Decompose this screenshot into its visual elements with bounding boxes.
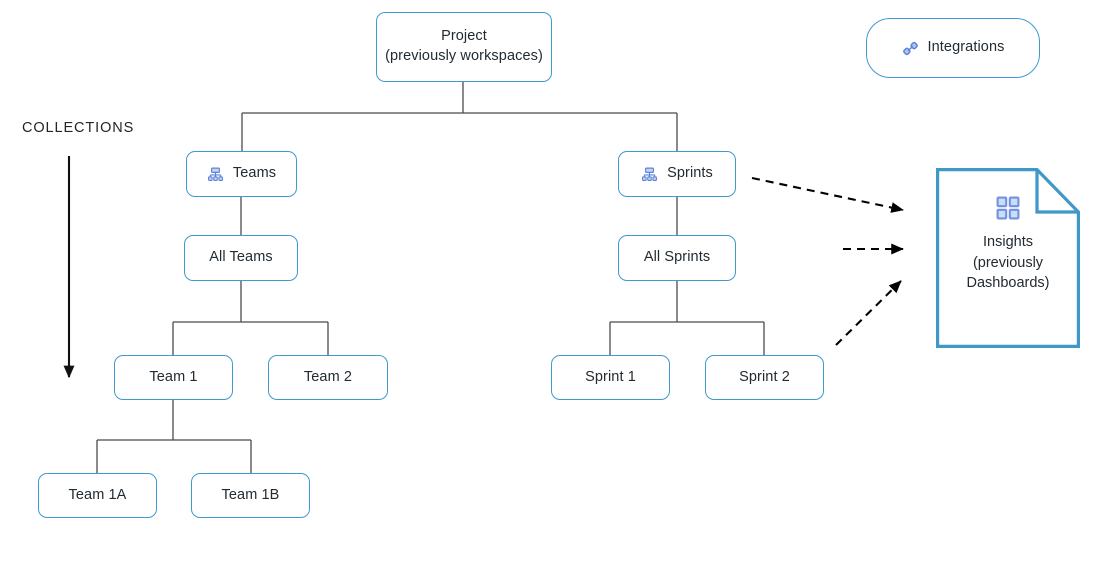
node-sprint-2-label: Sprint 2	[739, 368, 790, 385]
node-team-2[interactable]: Team 2	[268, 355, 388, 400]
node-integrations-label: Integrations	[927, 39, 1005, 56]
collections-label: COLLECTIONS	[22, 120, 135, 136]
node-team-1a[interactable]: Team 1A	[38, 473, 157, 518]
node-teams[interactable]: Teams	[186, 151, 297, 197]
org-chart-icon	[641, 166, 658, 183]
node-sprint-2[interactable]: Sprint 2	[705, 355, 824, 400]
node-team-1a-label: Team 1A	[68, 486, 127, 503]
grid-2x2-dashboard-icon	[996, 196, 1020, 220]
node-team-1b-label: Team 1B	[221, 486, 280, 503]
node-integrations[interactable]: Integrations	[866, 18, 1040, 78]
node-sprints-label: Sprints	[667, 165, 713, 182]
node-all-sprints-label: All Sprints	[643, 249, 711, 266]
node-team-1b[interactable]: Team 1B	[191, 473, 310, 518]
node-project[interactable]: Project (previously workspaces)	[376, 12, 552, 82]
org-chart-icon	[207, 166, 224, 183]
document-shape	[936, 168, 1080, 348]
node-sprint-1-label: Sprint 1	[585, 368, 636, 385]
node-all-teams[interactable]: All Teams	[184, 235, 298, 281]
node-sprints[interactable]: Sprints	[618, 151, 736, 197]
node-insights-label: Insights (previously Dashboards)	[966, 234, 1050, 292]
node-team-2-label: Team 2	[303, 368, 353, 385]
node-team-1[interactable]: Team 1	[114, 355, 233, 400]
node-all-teams-label: All Teams	[209, 249, 273, 266]
node-project-label: Project (previously workspaces)	[385, 28, 543, 64]
node-sprint-1[interactable]: Sprint 1	[551, 355, 670, 400]
edge-sprints-insights	[751, 176, 904, 213]
link-chain-icon	[902, 40, 919, 57]
node-team-1-label: Team 1	[149, 368, 198, 385]
node-teams-label: Teams	[232, 165, 277, 182]
edge-sprint2-insights	[835, 280, 902, 346]
node-all-sprints[interactable]: All Sprints	[618, 235, 736, 281]
node-insights[interactable]: Insights (previously Dashboards)	[936, 168, 1080, 348]
